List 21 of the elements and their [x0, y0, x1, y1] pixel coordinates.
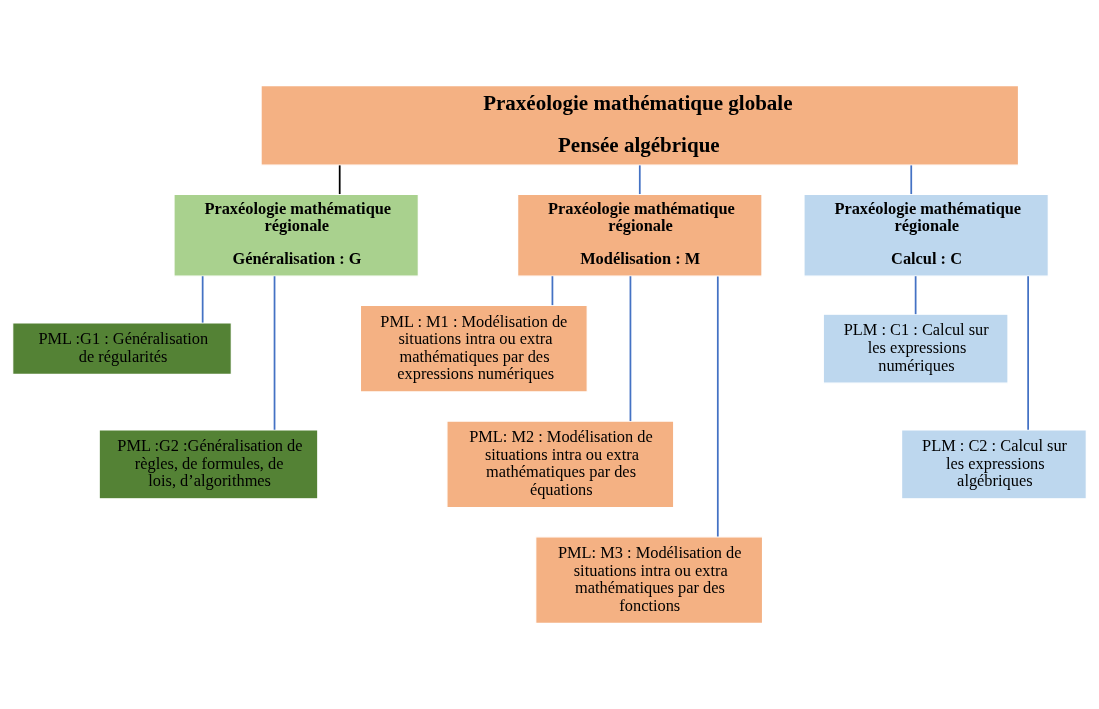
node-box: Praxéologie mathématique régionale Généralisation : G — [173, 193, 419, 277]
connector — [338, 164, 341, 195]
node-box: PML: M2 : Modélisation de situations intra ou extra mathématiques par des équations — [446, 420, 675, 509]
node-box: PML : M1 : Modélisation de situations intra ou extra mathématiques par des expressions numériques — [359, 304, 588, 393]
node-box: Praxéologie mathématique régionale Calcul : C — [803, 193, 1049, 277]
connector — [1027, 275, 1029, 431]
connector — [914, 275, 917, 315]
connector — [273, 275, 276, 431]
node-box: Praxéologie mathématique régionale Modélisation : M — [517, 193, 763, 277]
connector — [629, 275, 632, 422]
connector — [716, 275, 719, 538]
node-box: PML :G1 : Généralisation de régularités — [12, 322, 232, 375]
connector — [910, 164, 913, 195]
connector — [551, 275, 554, 306]
node-box: PLM : C1 : Calcul sur les expressions numériques — [822, 313, 1009, 384]
connector — [638, 164, 641, 195]
node-box: PLM : C2 : Calcul sur les expressions algébriques — [901, 429, 1087, 500]
node-box: Praxéologie mathématique globale Pensée algébrique — [260, 85, 1020, 166]
connector — [201, 275, 204, 324]
node-box: PML :G2 :Généralisation de règles, de formules, de lois, d’algorithmes — [98, 429, 319, 500]
node-box: PML: M3 : Modélisation de situations intra ou extra mathématiques par des fonctions — [535, 536, 764, 624]
